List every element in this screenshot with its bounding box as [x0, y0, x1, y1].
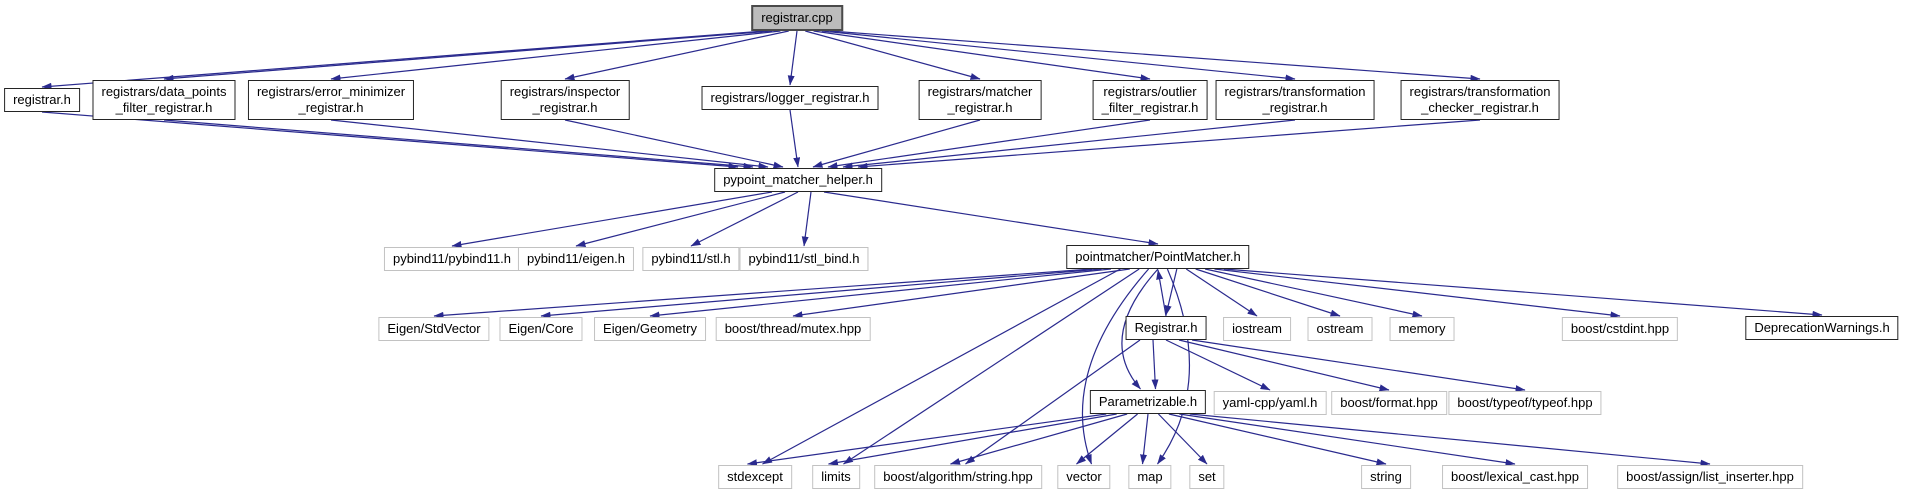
node-helper[interactable]: pypoint_matcher_helper.h [714, 168, 882, 192]
edge-registrar_cpp-to-error_minimizer [330, 30, 781, 82]
node-boost_lexical_cast: boost/lexical_cast.hpp [1442, 465, 1588, 489]
node-string: string [1361, 465, 1411, 489]
edge-parametrizable-to-string [1168, 413, 1387, 466]
node-ostream: ostream [1307, 317, 1373, 341]
edge-parametrizable-to-boost_assign_list_inserter [1189, 413, 1711, 467]
edge-helper-to-pybind11_stl [690, 191, 799, 247]
edge-pointmatcher-to-memory [1204, 268, 1423, 318]
edge-pointmatcher-to-iostream [1185, 268, 1258, 317]
edge-helper-to-pybind11_eigen [575, 191, 786, 248]
edge-parametrizable-to-set [1158, 413, 1208, 465]
edge-pointmatcher-to-map [1157, 268, 1191, 465]
node-deprecation_warnings[interactable]: DeprecationWarnings.h [1745, 316, 1899, 340]
node-pybind11: pybind11/pybind11.h [383, 247, 521, 271]
edge-pointmatcher-to-boost_mutex [792, 268, 1130, 319]
node-pybind11_stl_bind: pybind11/stl_bind.h [739, 247, 869, 271]
edge-registrar_h2-to-boost_format [1178, 339, 1390, 392]
edge-registrar_h2-to-boost_typeof [1191, 339, 1526, 393]
node-boost_format: boost/format.hpp [1331, 391, 1447, 415]
edge-parametrizable-to-stdexcept [747, 413, 1107, 467]
node-boost_cstdint: boost/cstdint.hpp [1561, 317, 1679, 341]
edge-pointmatcher-to-eigen_core [540, 268, 1102, 319]
edge-matcher-to-helper [812, 119, 981, 168]
node-logger[interactable]: registrars/logger_registrar.h [701, 86, 879, 110]
edge-pointmatcher-to-eigen_stdvector [433, 268, 1093, 319]
edge-registrar_h2-to-parametrizable [1151, 339, 1159, 390]
edge-pointmatcher-to-limits [843, 268, 1140, 465]
edge-registrar_h2-to-yaml [1165, 339, 1271, 391]
node-memory: memory [1389, 317, 1455, 341]
edge-parametrizable-to-map [1140, 413, 1149, 465]
node-map: map [1128, 465, 1172, 489]
edge-registrar_cpp-to-transformation_checker [830, 30, 1481, 82]
node-parametrizable[interactable]: Parametrizable.h [1089, 390, 1207, 414]
edge-helper-to-pointmatcher [823, 191, 1159, 246]
edge-data_points_filter-to-helper [163, 119, 754, 170]
edge-registrar_h2-to-pointmatcher [1156, 269, 1167, 317]
edge-helper-to-pybind11 [451, 191, 773, 248]
edge-registrar_cpp-to-data_points_filter [163, 30, 773, 82]
node-boost_typeof: boost/typeof/typeof.hpp [1448, 391, 1602, 415]
node-limits: limits [812, 465, 860, 489]
node-pybind11_stl: pybind11/stl.h [642, 247, 740, 271]
node-matcher[interactable]: registrars/matcher _registrar.h [918, 80, 1042, 120]
node-yaml: yaml-cpp/yaml.h [1213, 391, 1327, 415]
edge-pointmatcher-to-eigen_geometry [649, 268, 1112, 319]
edge-registrar_cpp-to-outlier_filter [813, 30, 1151, 82]
node-boost_mutex: boost/thread/mutex.hpp [715, 317, 871, 341]
edge-helper-to-pybind11_stl_bind [801, 191, 812, 247]
node-outlier_filter[interactable]: registrars/outlier _filter_registrar.h [1092, 80, 1208, 120]
node-vector: vector [1057, 465, 1111, 489]
node-pybind11_eigen: pybind11/eigen.h [517, 247, 635, 271]
edge-pointmatcher-to-boost_cstdint [1214, 268, 1621, 319]
edge-transformation_checker-to-helper [857, 119, 1481, 170]
node-transformation_checker[interactable]: registrars/transformation _checker_regis… [1400, 80, 1560, 120]
node-boost_assign_list_inserter: boost/assign/list_inserter.hpp [1617, 465, 1803, 489]
edge-transformation-to-helper [842, 119, 1296, 170]
edge-registrar_cpp-to-registrar_h [41, 30, 764, 90]
edge-pointmatcher-to-vector [1081, 268, 1150, 465]
node-registrar_cpp: registrar.cpp [751, 5, 843, 31]
node-eigen_stdvector: Eigen/StdVector [378, 317, 490, 341]
edge-parametrizable-to-boost_algorithm_string [950, 413, 1128, 465]
edge-logger-to-helper [789, 109, 801, 168]
node-error_minimizer[interactable]: registrars/error_minimizer _registrar.h [247, 80, 415, 120]
node-eigen_core: Eigen/Core [499, 317, 583, 341]
node-data_points_filter[interactable]: registrars/data_points _filter_registrar… [92, 80, 236, 120]
node-boost_algorithm_string: boost/algorithm/string.hpp [874, 465, 1042, 489]
edge-pointmatcher-to-ostream [1195, 268, 1341, 317]
edge-registrar_cpp-to-inspector [564, 30, 789, 81]
edge-pointmatcher-to-registrar_h2 [1164, 268, 1178, 316]
edge-parametrizable-to-vector [1076, 413, 1138, 465]
edge-pointmatcher-to-deprecation_warnings [1223, 268, 1823, 318]
edge-pointmatcher-to-stdexcept [762, 268, 1121, 465]
node-inspector[interactable]: registrars/inspector _registrar.h [500, 80, 630, 120]
edge-parametrizable-to-boost_lexical_cast [1179, 413, 1516, 467]
node-stdexcept: stdexcept [718, 465, 792, 489]
node-pointmatcher[interactable]: pointmatcher/PointMatcher.h [1066, 245, 1250, 269]
node-set: set [1189, 465, 1225, 489]
edge-registrar_cpp-to-logger [787, 30, 798, 86]
node-registrar_h[interactable]: registrar.h [4, 88, 80, 112]
node-eigen_geometry: Eigen/Geometry [594, 317, 706, 341]
edge-parametrizable-to-limits [828, 413, 1117, 466]
edge-registrar_cpp-to-transformation [821, 30, 1296, 82]
edge-registrar_h-to-helper [41, 111, 739, 170]
node-registrar_h2[interactable]: Registrar.h [1125, 316, 1207, 340]
node-iostream: iostream [1223, 317, 1291, 341]
node-transformation[interactable]: registrars/transformation _registrar.h [1215, 80, 1375, 120]
edge-outlier_filter-to-helper [827, 119, 1151, 170]
edge-error_minimizer-to-helper [330, 119, 769, 170]
edge-registrar_cpp-to-matcher [805, 30, 981, 80]
edge-inspector-to-helper [564, 119, 784, 169]
